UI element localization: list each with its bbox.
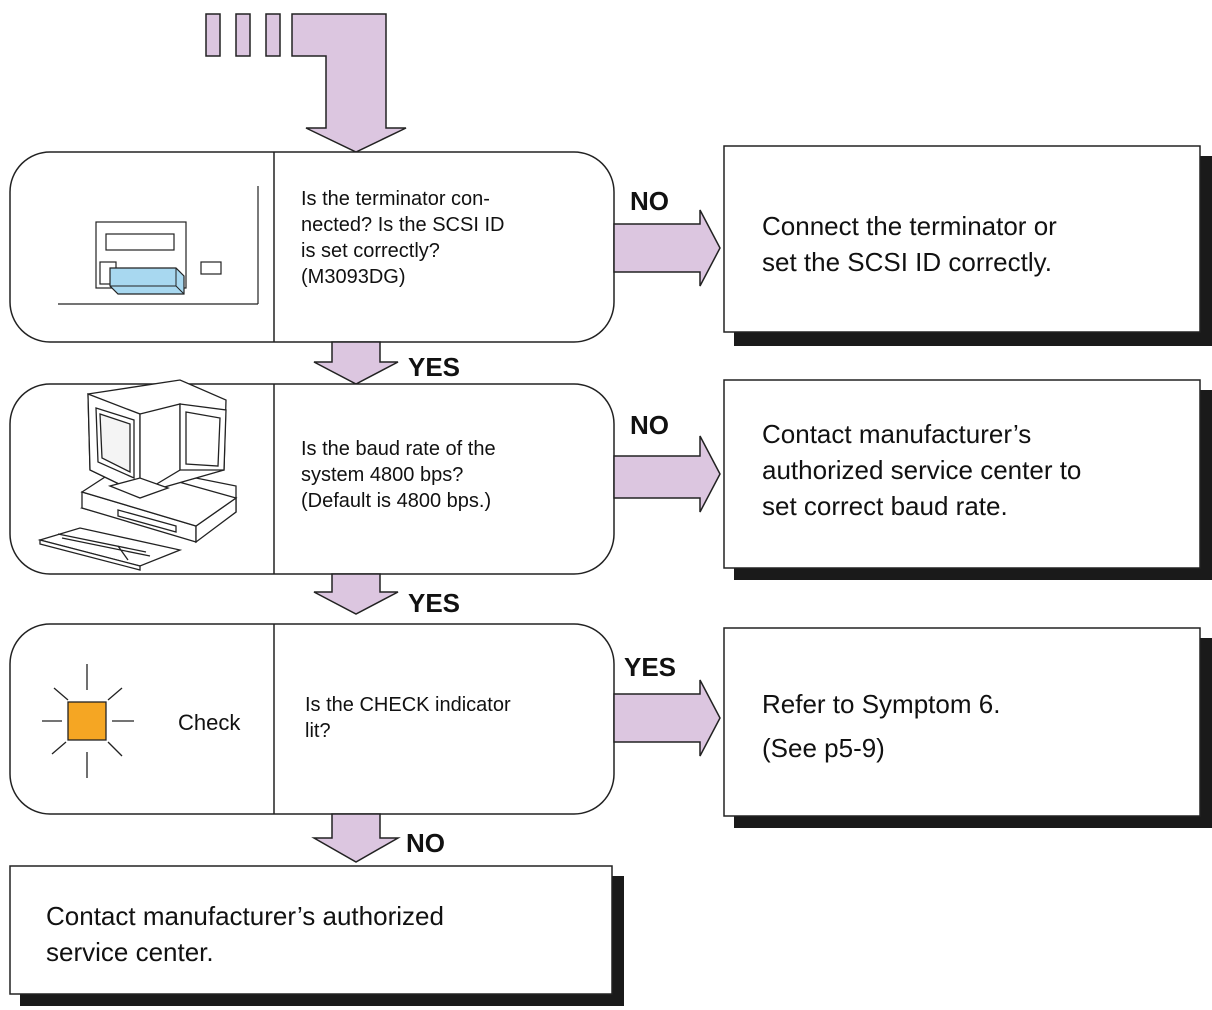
terminator-icon	[58, 186, 259, 305]
check-indicator-icon	[42, 664, 134, 778]
branch-label-2: NO	[630, 410, 669, 440]
action-1-line: set the SCSI ID correctly.	[762, 247, 1052, 277]
action-3-line: (See p5-9)	[762, 733, 885, 763]
action-3-line: Refer to Symptom 6.	[762, 689, 1001, 719]
no-arrow-down	[311, 813, 401, 863]
action-box-3	[723, 627, 1212, 828]
branch-label-1: NO	[630, 186, 669, 216]
question-2: Is the baud rate of the system 4800 bps?…	[301, 436, 601, 514]
yes-arrow-2	[313, 573, 399, 615]
action-2-line: set correct baud rate.	[762, 491, 1008, 521]
next-label-1: YES	[408, 352, 461, 382]
final-action-line: service center.	[46, 937, 214, 967]
action-1-line: Connect the terminator or	[762, 211, 1057, 241]
entry-arrow	[205, 13, 407, 153]
yes-arrow-1	[313, 341, 399, 385]
no-arrow-2	[613, 435, 721, 513]
question-3-line: Is the CHECK indicator	[305, 694, 511, 716]
action-2-line: Contact manufacturer’s	[762, 419, 1032, 449]
action-2-line: authorized service center to	[762, 455, 1082, 485]
question-1: Is the terminator con- nected? Is the SC…	[301, 186, 601, 290]
question-1-line: (M3093DG)	[301, 266, 406, 288]
next-label-2: YES	[408, 588, 461, 618]
yes-arrow-right	[613, 679, 721, 757]
final-box	[9, 865, 624, 1006]
question-3: Is the CHECK indicator lit?	[305, 692, 595, 744]
question-2-line: system 4800 bps?	[301, 464, 464, 486]
action-box-2	[723, 379, 1212, 580]
action-2: Contact manufacturer’s authorized servic…	[762, 416, 1192, 524]
action-1: Connect the terminator or set the SCSI I…	[762, 208, 1182, 280]
question-2-line: Is the baud rate of the	[301, 438, 496, 460]
question-1-line: nected? Is the SCSI ID	[301, 214, 505, 236]
computer-icon	[37, 379, 238, 571]
question-1-line: Is the terminator con-	[301, 188, 490, 210]
question-2-line: (Default is 4800 bps.)	[301, 490, 492, 512]
branch-label-3: YES	[624, 652, 677, 682]
check-label: Check	[178, 710, 241, 735]
next-label-3: NO	[406, 828, 445, 858]
question-1-line: is set correctly?	[301, 240, 440, 262]
final-action-line: Contact manufacturer’s authorized	[46, 901, 444, 931]
final-action: Contact manufacturer’s authorized servic…	[46, 898, 606, 970]
action-box-1	[723, 145, 1212, 346]
action-3: Refer to Symptom 6. (See p5-9)	[762, 686, 1182, 766]
no-arrow-1	[613, 209, 721, 287]
question-3-line: lit?	[305, 720, 331, 742]
